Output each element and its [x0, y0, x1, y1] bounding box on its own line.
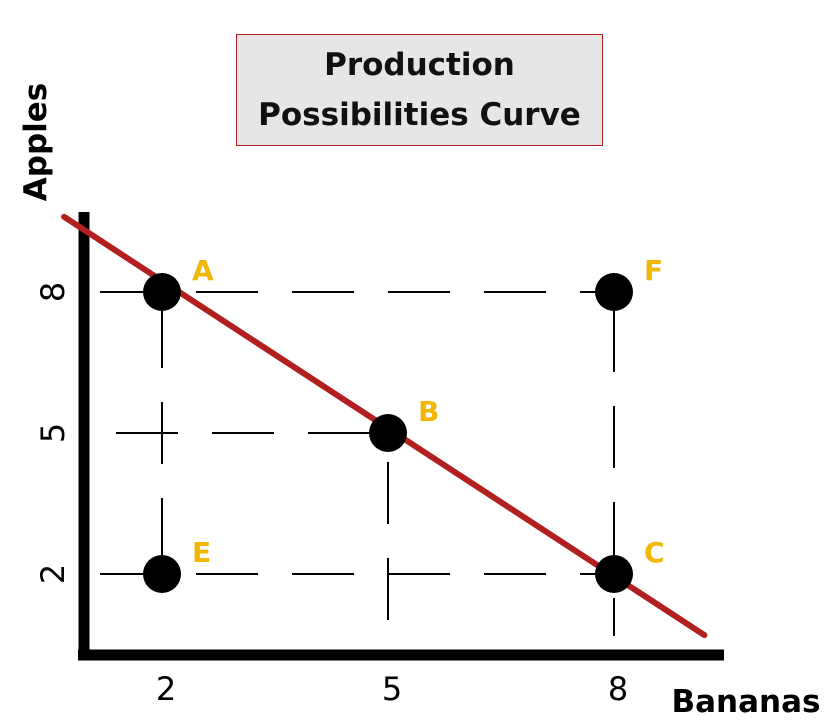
dashed-guides [100, 291, 615, 636]
y-tick-label-8: 8 [34, 282, 72, 302]
chart-title: Production Possibilities Curve [236, 34, 603, 146]
chart-title-line-1: Production [324, 47, 515, 83]
x-tick-label-5: 5 [382, 670, 402, 708]
axes [78, 212, 724, 661]
point-c-label: C [644, 536, 665, 569]
y-tick-label-2: 2 [34, 564, 72, 584]
point-b-marker [369, 414, 407, 452]
point-a-marker [143, 273, 181, 311]
point-e-label: E [192, 536, 211, 569]
point-c-marker [595, 555, 633, 593]
chart-title-line-2: Possibilities Curve [258, 97, 581, 133]
point-b-label: B [418, 395, 439, 428]
x-tick-labels: 2 5 8 [156, 670, 628, 708]
point-f-label: F [644, 254, 663, 287]
x-axis-title: Bananas [672, 684, 821, 720]
y-axis-title: Apples [18, 83, 54, 201]
y-tick-labels: 2 5 8 [34, 282, 72, 584]
x-tick-label-2: 2 [156, 670, 176, 708]
point-e-marker [143, 555, 181, 593]
y-tick-label-5: 5 [34, 423, 72, 443]
point-f-marker [595, 273, 633, 311]
x-tick-label-8: 8 [608, 670, 628, 708]
points: A B C E F [143, 254, 665, 593]
point-a-label: A [192, 254, 214, 287]
